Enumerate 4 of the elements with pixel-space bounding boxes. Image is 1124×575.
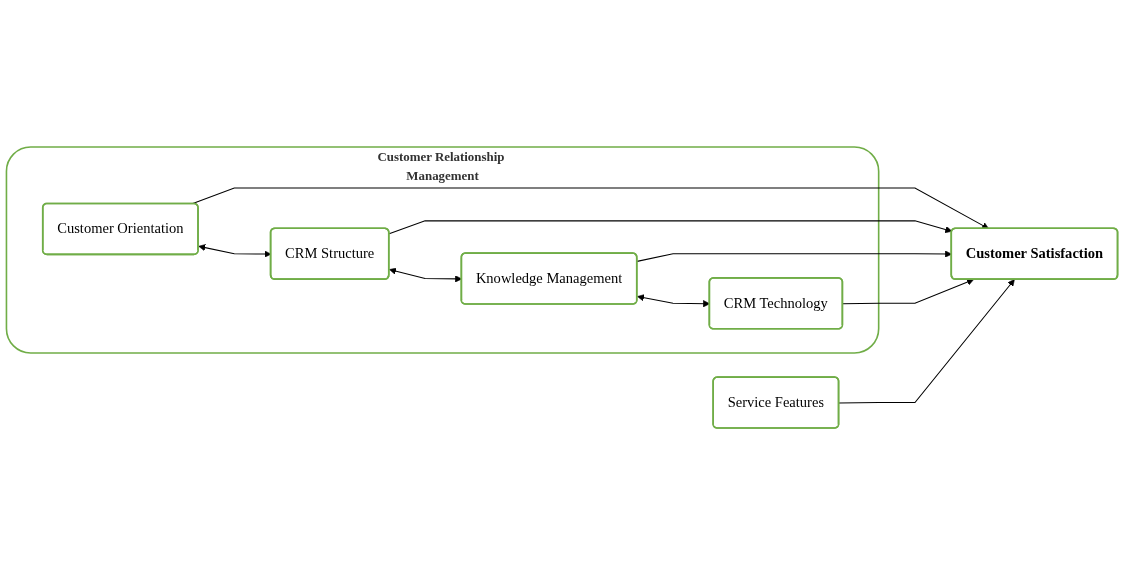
arrow bbox=[842, 278, 974, 305]
arrow bbox=[388, 220, 953, 235]
arrow bbox=[636, 250, 952, 262]
arrow bbox=[838, 279, 1015, 404]
